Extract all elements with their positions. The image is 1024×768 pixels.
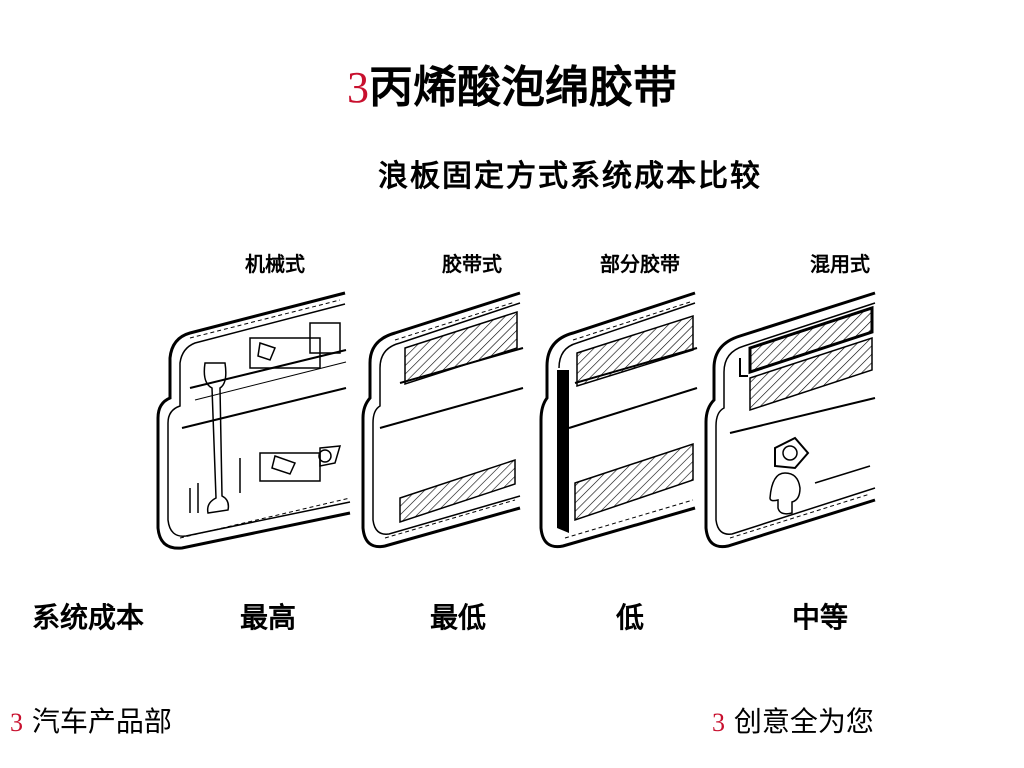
cost-tape: 最低 <box>429 601 486 634</box>
footer-left-text: 汽车产品部 <box>31 705 172 738</box>
footer-left-number: 3 <box>10 708 23 737</box>
column-label-hybrid: 混用式 <box>810 252 870 276</box>
slide-subtitle: 浪板固定方式系统成本比较 <box>378 159 762 194</box>
partial-tape-fastening-drawing <box>535 288 700 558</box>
footer-left: 3 汽车产品部 <box>10 702 172 743</box>
footer-right: 3 创意全为您 <box>712 702 874 743</box>
hybrid-fastening-drawing <box>700 288 880 558</box>
title-number: 3 <box>347 63 369 112</box>
tape-fastening-drawing <box>355 288 525 558</box>
cost-partial-tape: 低 <box>615 601 644 634</box>
slide-title: 3丙烯酸泡绵胶带 <box>0 58 1024 118</box>
footer-right-text: 创意全为您 <box>733 705 874 738</box>
mechanical-fastening-drawing <box>150 288 355 558</box>
cost-mechanical: 最高 <box>239 601 296 634</box>
column-label-mechanical: 机械式 <box>245 252 305 276</box>
column-label-tape: 胶带式 <box>442 252 502 276</box>
system-cost-label: 系统成本 <box>32 601 145 634</box>
footer-right-number: 3 <box>712 708 725 737</box>
column-label-partial-tape: 部分胶带 <box>600 252 680 276</box>
cost-hybrid: 中等 <box>791 601 848 634</box>
title-text: 丙烯酸泡绵胶带 <box>369 62 677 113</box>
